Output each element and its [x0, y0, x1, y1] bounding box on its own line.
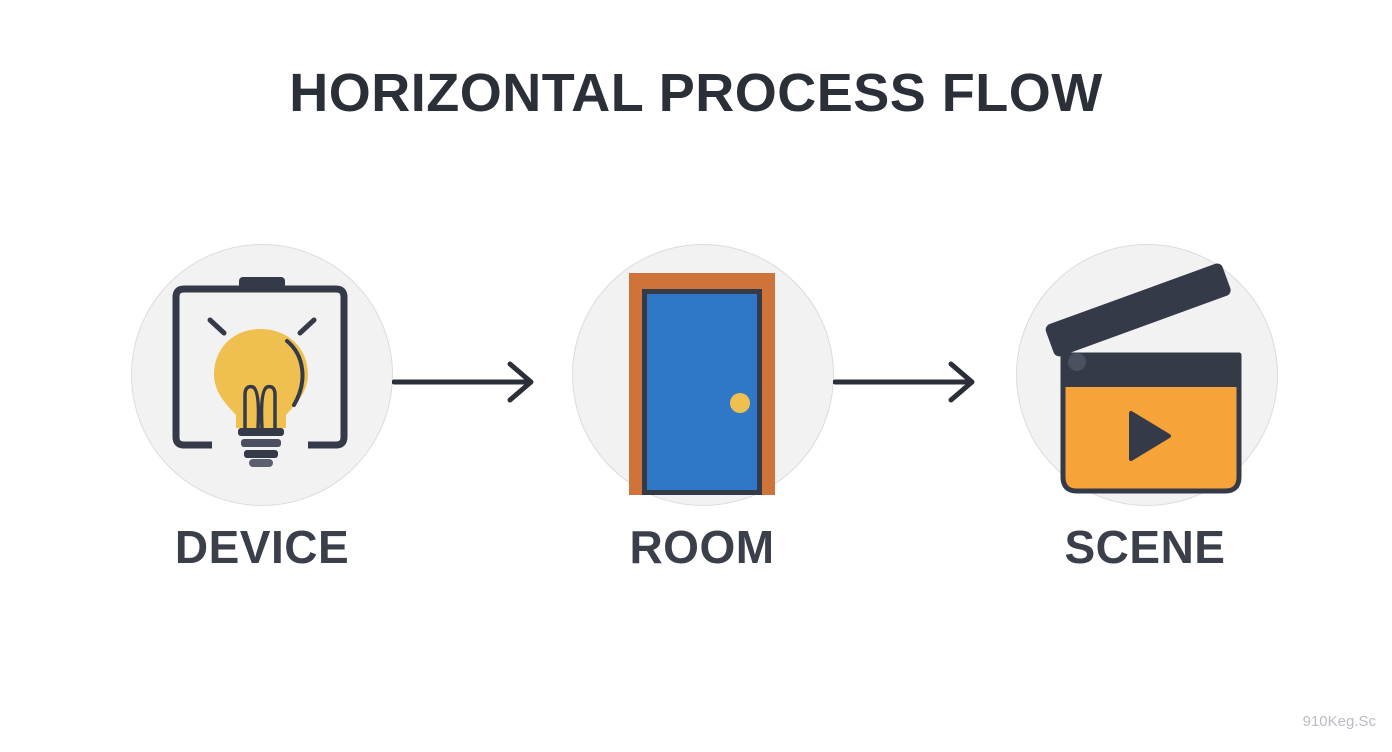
- clapperboard-icon: [1045, 263, 1242, 494]
- step-device-label: DEVICE: [174, 521, 350, 573]
- arrow-right-icon: [833, 361, 975, 403]
- step-room-label: ROOM: [629, 521, 775, 573]
- step-scene-circle: [1016, 244, 1278, 506]
- diagram-title: HORIZONTAL PROCESS FLOW: [289, 63, 1103, 123]
- step-room-circle: [572, 244, 834, 506]
- lightbulb-icon: [172, 277, 348, 467]
- watermark: 910Keg.Sc: [1302, 713, 1376, 730]
- step-device-circle: [131, 244, 393, 506]
- door-icon: [629, 273, 775, 495]
- step-scene-label: SCENE: [1064, 521, 1226, 573]
- arrow-right-icon: [392, 361, 534, 403]
